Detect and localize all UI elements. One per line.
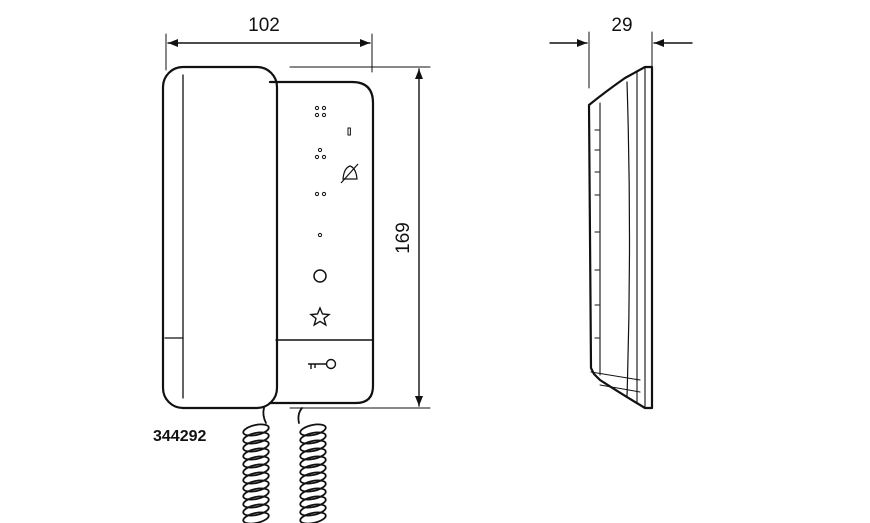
- cord-loop: [299, 455, 327, 469]
- side-profile-outline: [587, 65, 654, 410]
- side-button-ridges: [594, 129, 600, 339]
- cord-loop: [299, 487, 327, 501]
- intercom-base-body: [268, 80, 375, 405]
- product-code: 344292: [153, 428, 206, 445]
- cord-loop: [242, 439, 270, 453]
- cord-loop: [299, 479, 327, 493]
- cord-loop: [242, 447, 270, 461]
- cord-loop: [299, 463, 327, 477]
- star-button-icon[interactable]: [309, 306, 331, 327]
- handset: [161, 65, 279, 410]
- two-dot-button-icon[interactable]: [314, 191, 327, 197]
- cord-loop: [299, 439, 327, 453]
- cord-loop: [242, 455, 270, 469]
- side-handset-curve: [626, 81, 631, 397]
- front-view: 102 169: [153, 15, 431, 523]
- four-dot-button-icon[interactable]: [314, 105, 327, 118]
- cord-loop: [242, 479, 270, 493]
- indicator-led-icon: [347, 127, 351, 136]
- three-dot-button-icon[interactable]: [314, 147, 327, 160]
- one-dot-button-icon[interactable]: [317, 232, 323, 238]
- width-dimension: 102: [165, 15, 373, 73]
- cord-loop: [242, 487, 270, 501]
- cord-loop: [242, 495, 270, 509]
- cord-loop: [299, 431, 327, 445]
- bell-mute-icon: [340, 163, 359, 184]
- cord-loop: [242, 463, 270, 477]
- height-label: 169: [393, 222, 414, 254]
- key-door-release-icon[interactable]: [308, 358, 337, 370]
- side-base-ledge: [590, 371, 641, 393]
- width-label: 102: [248, 15, 280, 36]
- side-view: 29: [549, 15, 693, 410]
- cord-loop: [242, 471, 270, 485]
- cord-loop: [299, 495, 327, 509]
- height-dimension: 169: [289, 66, 431, 409]
- cord-loop: [242, 423, 270, 437]
- cord-loop: [242, 503, 270, 517]
- cord-loop: [299, 423, 327, 437]
- cord-loop: [242, 431, 270, 445]
- cord-loop: [299, 511, 327, 523]
- cord-loop: [242, 511, 270, 523]
- cord-loop: [299, 447, 327, 461]
- cord-loop: [299, 503, 327, 517]
- circle-button-icon[interactable]: [313, 269, 327, 283]
- depth-dimension: 29: [549, 15, 693, 89]
- depth-label: 29: [611, 15, 632, 36]
- coiled-cord: [242, 407, 327, 523]
- cord-loop: [299, 471, 327, 485]
